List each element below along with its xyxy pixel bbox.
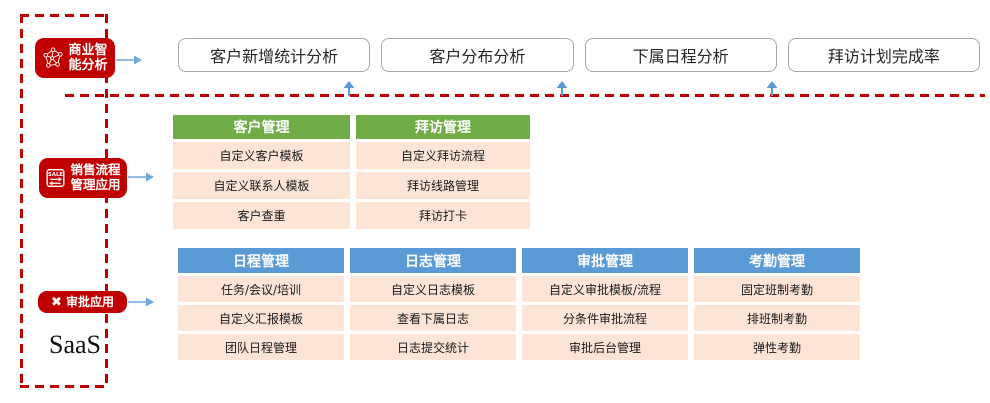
arrow-right-icon <box>128 297 154 307</box>
dashed-border-right <box>105 14 108 388</box>
analysis-box-visit-plan-completion: 拜访计划完成率 <box>787 38 980 72</box>
arrow-up-icon <box>343 81 355 96</box>
module-cell: 日志提交统计 <box>350 334 516 360</box>
module-cell: 审批后台管理 <box>522 334 688 360</box>
side-label-sales-process: SALE 销售流程 管理应用 <box>39 158 127 198</box>
module-cell: 自定义联系人模板 <box>173 172 350 199</box>
module-column-schedule-mgmt: 日程管理 任务/会议/培训 自定义汇报模板 团队日程管理 <box>178 248 344 360</box>
dashed-border-bottom <box>20 385 108 388</box>
module-column-log-mgmt: 日志管理 自定义日志模板 查看下属日志 日志提交统计 <box>350 248 516 360</box>
crossed-tools-icon: ✖ <box>51 294 62 310</box>
side-label-approval: ✖ 审批应用 <box>38 291 127 313</box>
side-label-text: 销售流程 管理应用 <box>70 162 121 193</box>
module-cell: 查看下属日志 <box>350 305 516 331</box>
module-cell: 任务/会议/培训 <box>178 276 344 302</box>
analysis-box-row: 客户新增统计分析 客户分布分析 下属日程分析 拜访计划完成率 <box>178 38 980 72</box>
module-cell: 拜访线路管理 <box>356 172 530 199</box>
saas-label: SaaS <box>49 330 101 359</box>
arrow-right-icon <box>116 55 142 65</box>
side-label-line: 审批应用 <box>65 295 114 309</box>
analysis-box-customer-distribution: 客户分布分析 <box>381 38 574 72</box>
column-header: 拜访管理 <box>356 115 530 139</box>
dashed-border-left <box>20 14 23 388</box>
side-label-text: 商业智 能分析 <box>68 43 107 74</box>
module-cell: 自定义汇报模板 <box>178 305 344 331</box>
column-header: 考勤管理 <box>694 248 860 273</box>
analysis-box-customer-growth: 客户新增统计分析 <box>178 38 371 72</box>
side-label-line: 能分析 <box>68 58 108 73</box>
module-cell: 固定班制考勤 <box>694 276 860 302</box>
module-cell: 自定义审批模板/流程 <box>522 276 688 302</box>
arrow-up-icon <box>766 81 778 96</box>
module-column-visit-mgmt: 拜访管理 自定义拜访流程 拜访线路管理 拜访打卡 <box>356 115 530 229</box>
module-cell: 拜访打卡 <box>356 202 530 229</box>
module-cell: 弹性考勤 <box>694 334 860 360</box>
analysis-box-subordinate-schedule: 下属日程分析 <box>584 38 777 72</box>
arrow-right-icon <box>128 172 154 182</box>
dashed-border-top <box>20 14 108 17</box>
module-column-approval-mgmt: 审批管理 自定义审批模板/流程 分条件审批流程 审批后台管理 <box>522 248 688 360</box>
module-column-attendance-mgmt: 考勤管理 固定班制考勤 排班制考勤 弹性考勤 <box>694 248 860 360</box>
network-graph-icon <box>43 47 64 68</box>
module-column-customer-mgmt: 客户管理 自定义客户模板 自定义联系人模板 客户查重 <box>173 115 350 229</box>
side-label-line: 管理应用 <box>70 177 121 192</box>
column-header: 审批管理 <box>522 248 688 273</box>
column-header: 日程管理 <box>178 248 344 273</box>
side-label-line: 销售流程 <box>70 162 121 178</box>
sale-icon-text: SALE <box>48 172 64 178</box>
side-label-line: 商业智 <box>68 42 108 58</box>
module-cell: 客户查重 <box>173 202 350 229</box>
module-cell: 团队日程管理 <box>178 334 344 360</box>
sale-exchange-icon: SALE <box>46 168 65 188</box>
approval-modules-table: 日程管理 任务/会议/培训 自定义汇报模板 团队日程管理 日志管理 自定义日志模… <box>178 248 860 360</box>
dashed-separator-line <box>65 94 985 97</box>
module-cell: 自定义拜访流程 <box>356 142 530 169</box>
module-cell: 排班制考勤 <box>694 305 860 331</box>
arrow-up-icon <box>556 81 568 96</box>
side-label-text: 审批应用 <box>66 296 114 308</box>
sales-modules-table: 客户管理 自定义客户模板 自定义联系人模板 客户查重 拜访管理 自定义拜访流程 … <box>173 115 530 229</box>
module-cell: 自定义客户模板 <box>173 142 350 169</box>
column-header: 日志管理 <box>350 248 516 273</box>
side-label-bi-analysis: 商业智 能分析 <box>35 38 115 78</box>
module-cell: 自定义日志模板 <box>350 276 516 302</box>
column-header: 客户管理 <box>173 115 350 139</box>
module-cell: 分条件审批流程 <box>522 305 688 331</box>
